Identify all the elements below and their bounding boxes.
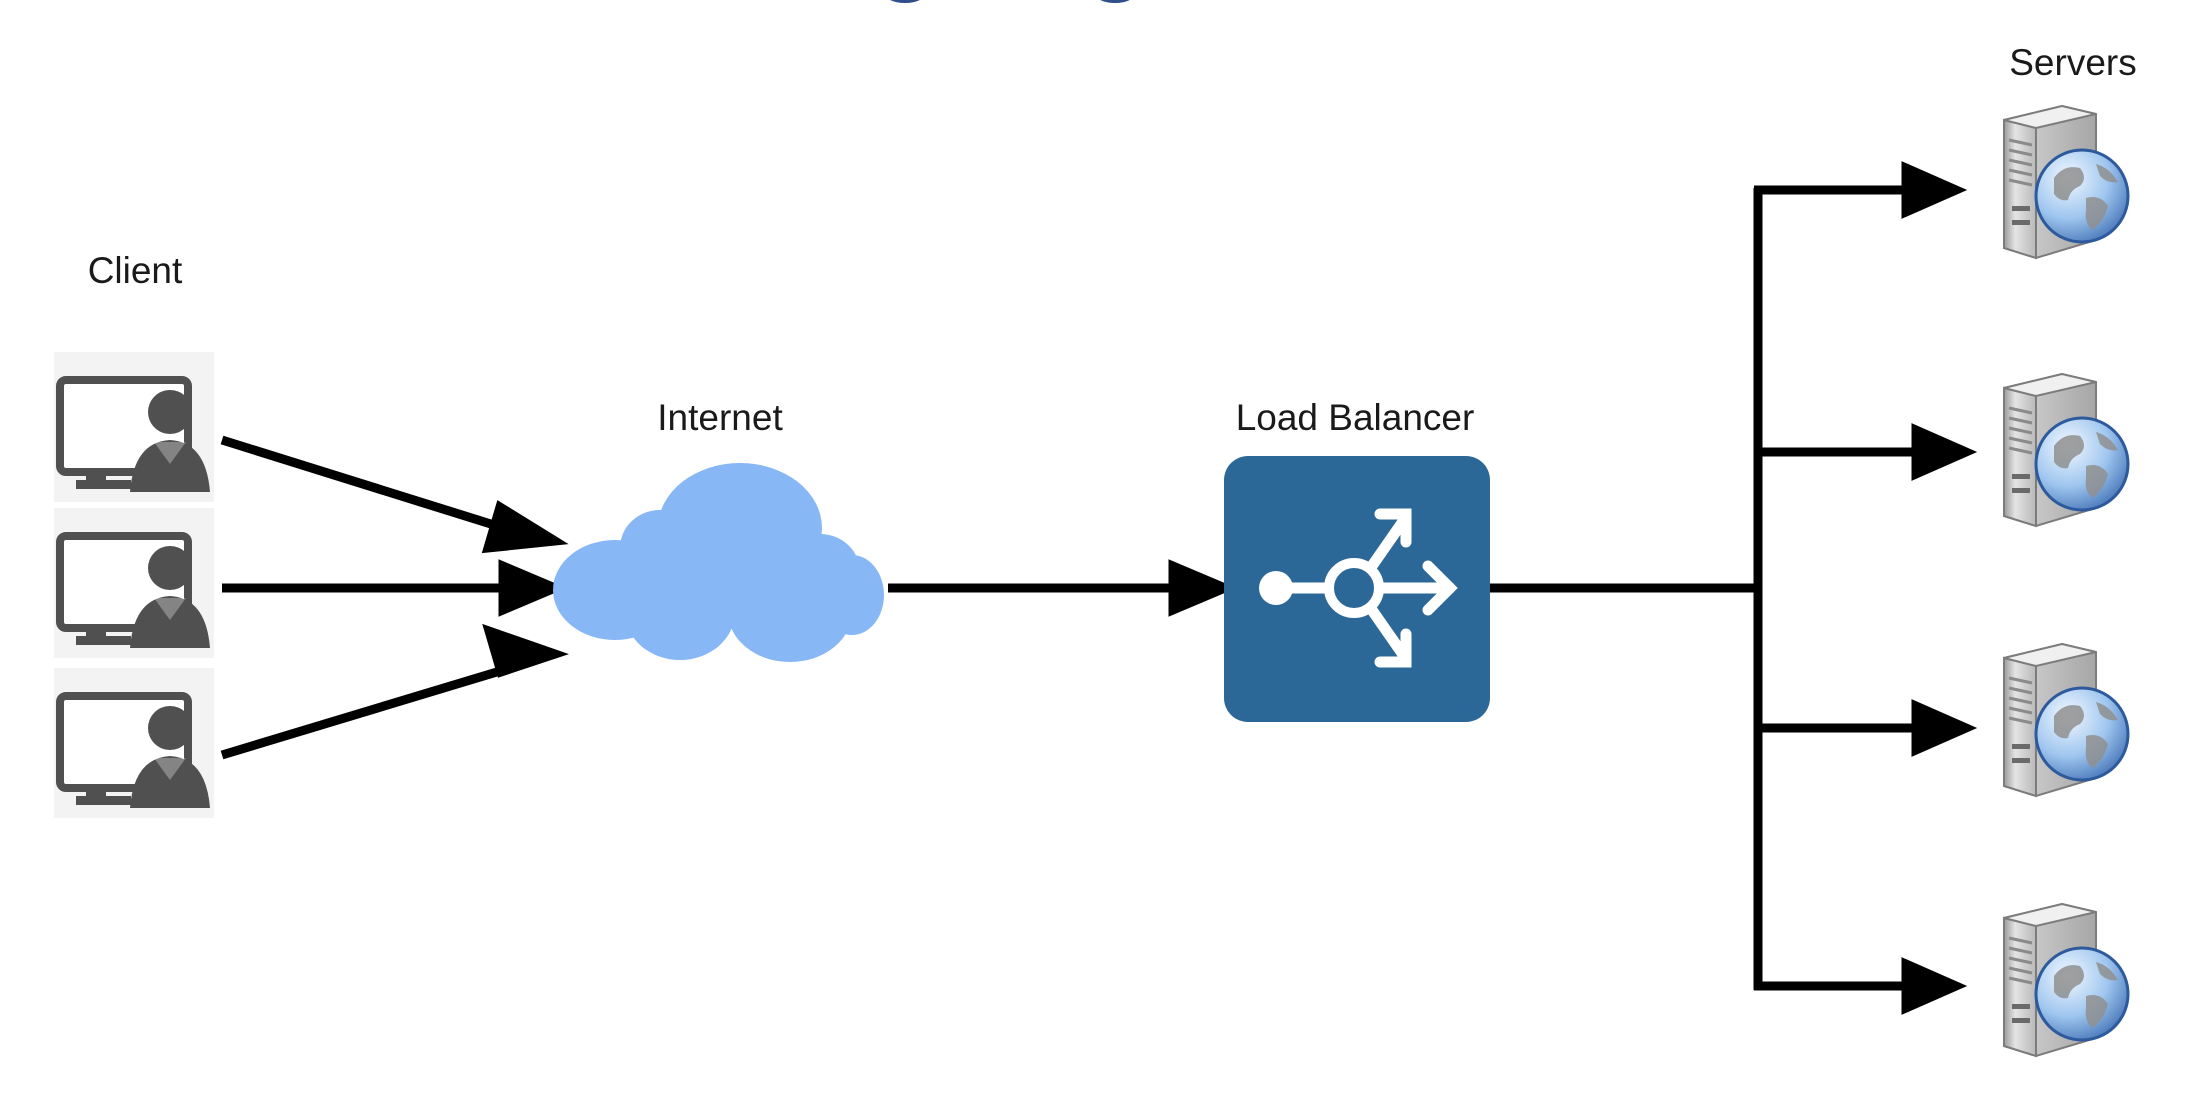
web-server-globe-icon	[2002, 372, 2130, 528]
internet-label: Internet	[657, 397, 783, 438]
web-server-globe-icon	[2002, 642, 2130, 798]
web-server-globe-icon	[2002, 902, 2130, 1058]
cloud-icon	[553, 463, 884, 662]
client-to-internet-arrows	[220, 435, 569, 760]
load-balancer-to-servers-connector	[1490, 161, 1978, 1015]
client-label: Client	[88, 250, 183, 291]
client-computer-icon	[54, 508, 214, 658]
servers-label: Servers	[2009, 42, 2136, 83]
client-computer-icon	[54, 668, 214, 818]
web-server-globe-icon	[2002, 104, 2130, 260]
load-balancer-icon	[1224, 456, 1490, 722]
load-balancer-label: Load Balancer	[1236, 397, 1475, 438]
client-computer-icon	[54, 352, 214, 502]
internet-to-load-balancer-arrow	[888, 559, 1237, 617]
